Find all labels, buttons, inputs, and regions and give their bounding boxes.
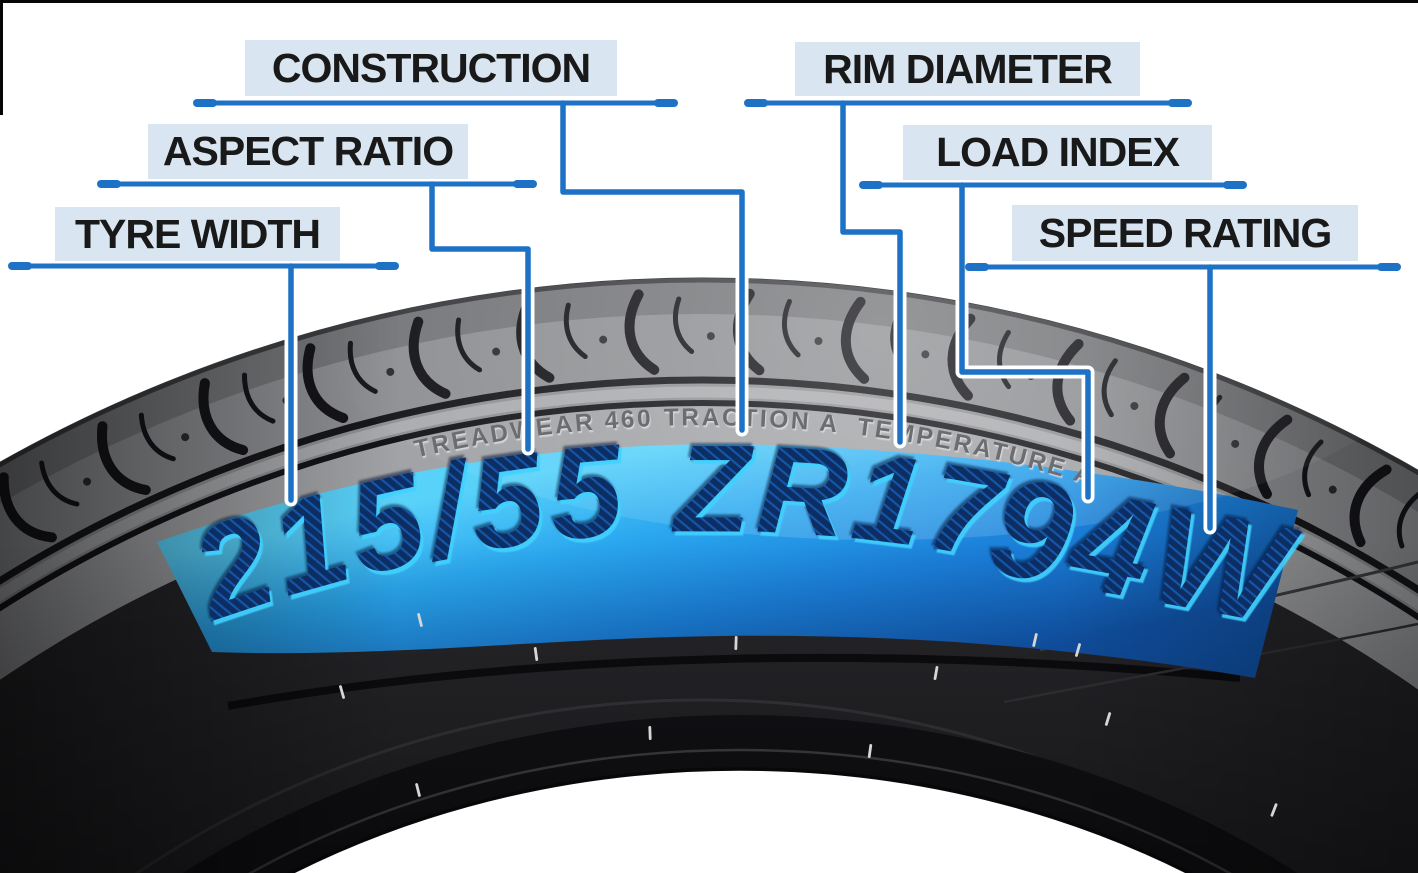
label-aspect-ratio-text: ASPECT RATIO xyxy=(162,128,454,174)
label-underlines xyxy=(8,99,1401,271)
frame-left-edge xyxy=(0,0,3,115)
leader-load-index xyxy=(959,182,1091,500)
label-construction-text: CONSTRUCTION xyxy=(271,44,591,91)
leader-construction xyxy=(560,100,745,433)
frame-top-edge xyxy=(0,0,1418,3)
label-speed-rating: SPEED RATING xyxy=(1012,205,1358,261)
label-construction: CONSTRUCTION xyxy=(245,40,617,96)
label-speed-rating-text: SPEED RATING xyxy=(1038,209,1332,256)
label-tyre-width-text: TYRE WIDTH xyxy=(74,210,321,257)
leader-aspect-ratio xyxy=(429,181,531,452)
label-load-index-text: LOAD INDEX xyxy=(936,129,1180,175)
label-rim-diameter-text: RIM DIAMETER xyxy=(823,45,1113,92)
rim-hole xyxy=(293,770,1187,873)
label-load-index: LOAD INDEX xyxy=(903,125,1212,180)
leader-rim-diameter xyxy=(840,100,903,445)
label-aspect-ratio: ASPECT RATIO xyxy=(148,124,468,179)
label-rim-diameter: RIM DIAMETER xyxy=(795,42,1140,96)
leader-lines xyxy=(288,100,1213,531)
label-tyre-width: TYRE WIDTH xyxy=(55,207,340,261)
